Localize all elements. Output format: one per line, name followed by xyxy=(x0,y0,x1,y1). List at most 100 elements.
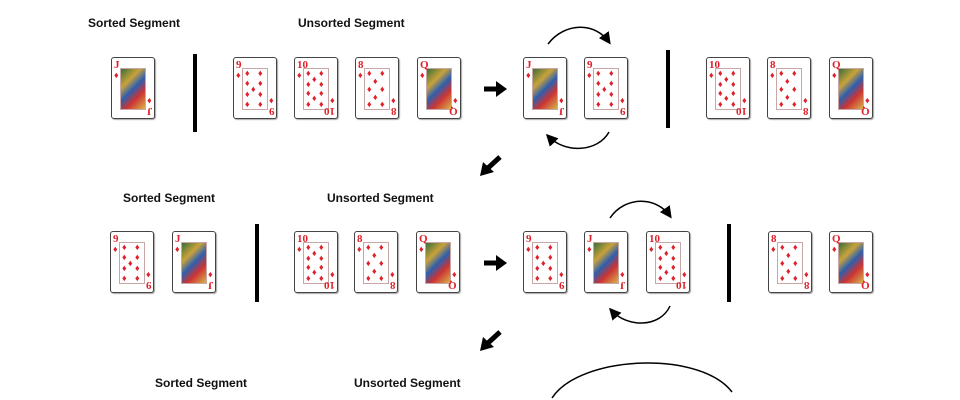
card-rank: 8 xyxy=(357,233,363,245)
diamond-icon: ♦ xyxy=(306,88,311,98)
card-pips: ♦♦♦♦♦♦♦♦♦♦ xyxy=(304,243,328,283)
card-inner-frame xyxy=(777,242,803,284)
card-pips: ♦♦♦♦♦♦♦♦♦ xyxy=(533,243,557,283)
card-rank: 8 xyxy=(770,59,776,71)
diamond-icon: ♦ xyxy=(724,93,729,103)
diamond-icon: ♦ xyxy=(792,68,797,78)
diamond-icon: ♦ xyxy=(366,242,371,252)
diamond-icon: ♦ xyxy=(718,79,723,89)
diamond-icon: ♦ xyxy=(718,88,723,98)
card-rank: 10 xyxy=(297,233,308,245)
diamond-icon: ♦ xyxy=(658,273,663,283)
jack-portrait-icon xyxy=(594,243,618,283)
diamond-icon: ♦ xyxy=(319,273,324,283)
row1-sorted-label: Sorted Segment xyxy=(88,16,181,30)
row2-unsorted-label: Unsorted Segment xyxy=(327,191,434,205)
diamond-icon: ♦ xyxy=(236,70,241,80)
card-inner-frame xyxy=(532,242,558,284)
card-inner-frame xyxy=(593,68,619,110)
card-inner-frame xyxy=(655,242,681,284)
diamond-icon: ♦ xyxy=(312,93,317,103)
diamond-icon: ♦ xyxy=(548,263,553,273)
diamond-icon: ♦ xyxy=(548,273,553,283)
diamond-icon: ♦ xyxy=(779,99,784,109)
diamond-icon: ♦ xyxy=(380,68,385,78)
diamond-icon: ♦ xyxy=(367,84,372,94)
diamond-icon: ♦ xyxy=(609,89,614,99)
card-rank: J xyxy=(526,59,532,71)
card-rank: 9 xyxy=(113,233,119,245)
diamond-icon: ♦ xyxy=(258,89,263,99)
row2-step-arrow xyxy=(484,255,507,271)
card-rank: 9 xyxy=(236,59,242,71)
diamond-icon: ♦ xyxy=(526,244,531,254)
card-inner-frame xyxy=(181,242,207,284)
diamond-icon: ♦ xyxy=(319,79,324,89)
card-rank: 8 xyxy=(358,59,364,71)
row3-sorted-label: Sorted Segment xyxy=(155,376,248,390)
diamond-icon: ♦ xyxy=(122,273,127,283)
diamond-icon: ♦ xyxy=(319,99,324,109)
row1-left-divider xyxy=(193,54,197,132)
diamond-icon: ♦ xyxy=(128,258,133,268)
card-rank: 10 xyxy=(649,233,660,245)
diamond-icon: ♦ xyxy=(319,68,324,78)
diamond-icon: ♦ xyxy=(312,74,317,84)
diamond-icon: ♦ xyxy=(367,99,372,109)
diamond-icon: ♦ xyxy=(258,78,263,88)
jack-portrait-icon xyxy=(182,243,206,283)
card-rank: 10 xyxy=(297,59,308,71)
diamond-icon: ♦ xyxy=(419,244,424,254)
card-pips: ♦♦♦♦♦♦♦♦♦ xyxy=(243,69,267,109)
card-rank: Q xyxy=(832,59,841,71)
diamond-icon: ♦ xyxy=(718,99,723,109)
diamond-icon: ♦ xyxy=(832,244,837,254)
card-pips: ♦♦♦♦♦♦♦♦ xyxy=(778,243,802,283)
diamond-icon: ♦ xyxy=(122,263,127,273)
diamond-icon: ♦ xyxy=(793,242,798,252)
diamond-icon: ♦ xyxy=(306,273,311,283)
diamond-icon: ♦ xyxy=(671,242,676,252)
diamond-icon: ♦ xyxy=(780,242,785,252)
diamond-icon: ♦ xyxy=(718,68,723,78)
diamond-icon: ♦ xyxy=(319,262,324,272)
diamond-icon: ♦ xyxy=(731,99,736,109)
diamond-icon: ♦ xyxy=(373,76,378,86)
row1-swap-curve-bottom xyxy=(545,131,610,150)
diamond-icon: ♦ xyxy=(535,252,540,262)
diamond-icon: ♦ xyxy=(793,273,798,283)
diamond-icon: ♦ xyxy=(664,267,669,277)
diamond-icon: ♦ xyxy=(541,258,546,268)
card-pips: ♦♦♦♦♦♦♦♦♦ xyxy=(594,69,618,109)
diamond-icon: ♦ xyxy=(731,79,736,89)
diamond-icon: ♦ xyxy=(770,70,775,80)
row2-swap-curve-top xyxy=(609,200,672,219)
diamond-icon: ♦ xyxy=(771,244,776,254)
diamond-icon: ♦ xyxy=(122,252,127,262)
diamond-icon: ♦ xyxy=(245,89,250,99)
card-pips: ♦♦♦♦♦♦♦♦♦♦ xyxy=(304,69,328,109)
card-rank: Q xyxy=(419,233,428,245)
diamond-icon: ♦ xyxy=(731,68,736,78)
diamond-icon: ♦ xyxy=(372,250,377,260)
diamond-icon: ♦ xyxy=(658,253,663,263)
diamond-icon: ♦ xyxy=(297,244,302,254)
card-pips: ♦♦♦♦♦♦♦♦♦♦ xyxy=(716,69,740,109)
row2-left-divider xyxy=(255,224,259,302)
card-pips: ♦♦♦♦♦♦♦♦♦♦ xyxy=(656,243,680,283)
card-inner-frame xyxy=(532,68,558,110)
card-rank: Q xyxy=(420,59,429,71)
diamond-icon: ♦ xyxy=(319,88,324,98)
diamond-icon: ♦ xyxy=(297,70,302,80)
diamond-icon: ♦ xyxy=(175,244,180,254)
diamond-icon: ♦ xyxy=(373,92,378,102)
